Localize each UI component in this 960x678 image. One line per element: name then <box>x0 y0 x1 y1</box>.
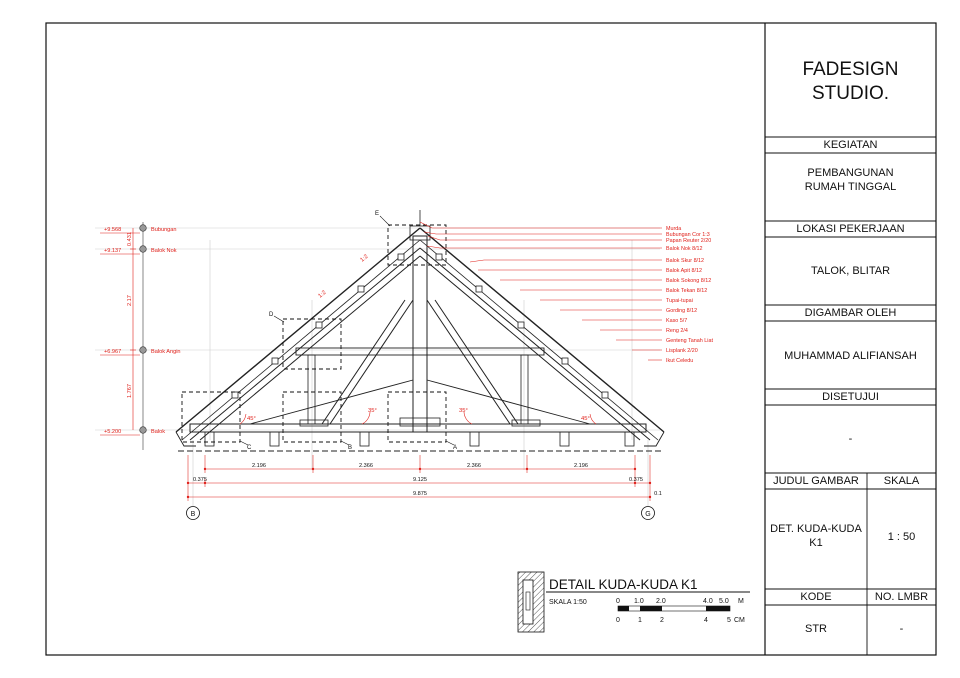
svg-text:1: 1 <box>638 617 642 624</box>
angle-label: 45° <box>581 416 590 422</box>
dimension-value: 0.375 <box>193 477 207 483</box>
grid-label: G <box>645 511 650 518</box>
grid-markers <box>186 506 655 520</box>
dimension-value: 2.196 <box>252 463 266 469</box>
level-axis <box>100 222 147 450</box>
digambar-value: MUHAMMAD ALIFIANSAH <box>784 350 917 362</box>
level-texts: +9.568 Bubungan +9.137 Balok Nok +6.967 … <box>104 227 181 435</box>
callout-label: Lisplank 2/20 <box>666 348 698 354</box>
detail-tag-texts: E D C B A <box>247 211 457 451</box>
elevation-value: +9.137 <box>104 248 121 254</box>
dimension-texts: 2.196 2.366 2.366 2.196 0.375 9.125 0.37… <box>193 463 662 497</box>
elevation-label: Bubungan <box>151 227 177 233</box>
skala-label: SKALA <box>883 475 920 487</box>
dimension-value: 0.1 <box>654 491 662 497</box>
skala-value: 1 : 50 <box>887 531 916 543</box>
svg-text:2: 2 <box>660 617 664 624</box>
callout-label: Balok Apit 8/12 <box>666 268 702 274</box>
svg-text:4: 4 <box>704 617 708 624</box>
dimension-value: 2.196 <box>574 463 588 469</box>
callout-label: Murda <box>666 226 681 232</box>
disetujui-value: - <box>848 433 853 445</box>
vertical-dimension: 2.17 <box>127 295 133 306</box>
nolmbr-label: NO. LMBR <box>874 591 929 603</box>
elevation-value: +9.568 <box>104 227 121 233</box>
detail-tag: E <box>375 211 379 217</box>
dimension-value: 2.366 <box>359 463 373 469</box>
detail-tag: B <box>348 445 352 451</box>
kegiatan-label: KEGIATAN <box>823 139 878 151</box>
angle-label: 35° <box>368 408 377 414</box>
elevation-label: Balok Angin <box>151 349 181 355</box>
judul-value: DET. KUDA-KUDA K1 <box>770 523 862 549</box>
angle-label: 45° <box>247 416 256 422</box>
svg-text:2.0: 2.0 <box>656 598 666 605</box>
dimension-value: 2.366 <box>467 463 481 469</box>
callout-label: Genteng Tanah Liat <box>666 338 713 344</box>
svg-text:M: M <box>738 598 744 605</box>
svg-text:0: 0 <box>616 598 620 605</box>
kode-label: KODE <box>800 591 832 603</box>
callout-label: Bubungan Cor 1:3 <box>666 232 710 238</box>
callout-label: Ikut Celedu <box>666 358 693 364</box>
callout-label: Balok Sokong 8/12 <box>666 278 711 284</box>
nolmbr-value: - <box>899 623 904 635</box>
elevation-label: Balok <box>151 429 165 435</box>
detail-tag: A <box>453 445 457 451</box>
title-block-lines <box>765 136 936 655</box>
dimension-value: 0.375 <box>629 477 643 483</box>
slope-label: 1:2 <box>359 254 369 264</box>
callout-label: Reng 2/4 <box>666 328 688 334</box>
callout-leaders <box>419 221 662 361</box>
elevation-label: Balok Nok <box>151 248 177 254</box>
svg-text:4.0: 4.0 <box>703 598 713 605</box>
callout-label: Balok Tekan 8/12 <box>666 288 707 294</box>
elevation-value: +6.967 <box>104 349 121 355</box>
svg-text:CM: CM <box>734 617 745 624</box>
drawing-title-block <box>517 571 750 633</box>
callout-label: Gording 8/12 <box>666 308 697 314</box>
scale-bar-bottom-labels: 0 1 2 4 5 CM <box>616 617 745 624</box>
svg-text:1.0: 1.0 <box>634 598 644 605</box>
elevation-value: +5.200 <box>104 429 121 435</box>
scale-bar-top-labels: 0 1.0 2.0 4.0 5.0 M <box>616 598 744 605</box>
roof-truss <box>175 210 665 447</box>
lokasi-value: TALOK, BLITAR <box>810 265 891 277</box>
detail-tag: C <box>247 445 252 451</box>
svg-text:0: 0 <box>616 617 620 624</box>
vertical-dimension: 1.767 <box>127 384 133 398</box>
callout-label: Kaso 5/7 <box>666 318 687 324</box>
drawing-scale: SKALA 1:50 <box>549 599 587 606</box>
kegiatan-value: PEMBANGUNAN RUMAH TINGGAL <box>804 167 897 193</box>
svg-text:5.0: 5.0 <box>719 598 729 605</box>
dimension-ticks <box>186 467 652 499</box>
detail-tag: D <box>269 312 274 318</box>
drawing-title: DETAIL KUDA-KUDA K1 <box>549 577 698 592</box>
callout-label: Balok Nok 8/12 <box>666 246 703 252</box>
angle-arcs <box>239 411 597 425</box>
callout-label: Balok Skur 8/12 <box>666 258 704 264</box>
studio-name: FADESIGN STUDIO. <box>802 59 899 104</box>
angle-labels: 45° 35° 35° 45° 1:2 1:2 <box>247 254 590 422</box>
disetujui-label: DISETUJUI <box>822 391 879 403</box>
detail-boxes <box>181 224 447 443</box>
vertical-dimension: 0.431 <box>127 232 133 246</box>
dimension-value: 9.125 <box>413 477 427 483</box>
detail-tag-leaders <box>239 215 455 446</box>
callout-label: Papan Reuter 2/20 <box>666 238 711 244</box>
callout-texts: Murda Bubungan Cor 1:3 Papan Reuter 2/20… <box>666 226 713 364</box>
lokasi-label: LOKASI PEKERJAAN <box>796 223 905 235</box>
sheet-border <box>45 22 937 656</box>
angle-label: 35° <box>459 408 468 414</box>
kode-value: STR <box>805 623 827 635</box>
grid-label: B <box>191 511 196 518</box>
judul-label: JUDUL GAMBAR <box>773 475 859 487</box>
digambar-label: DIGAMBAR OLEH <box>804 307 897 319</box>
svg-text:5: 5 <box>727 617 731 624</box>
callout-label: Tupai-tupai <box>666 298 693 304</box>
slope-label: 1:2 <box>317 290 327 300</box>
dimension-value: 9.875 <box>413 491 427 497</box>
